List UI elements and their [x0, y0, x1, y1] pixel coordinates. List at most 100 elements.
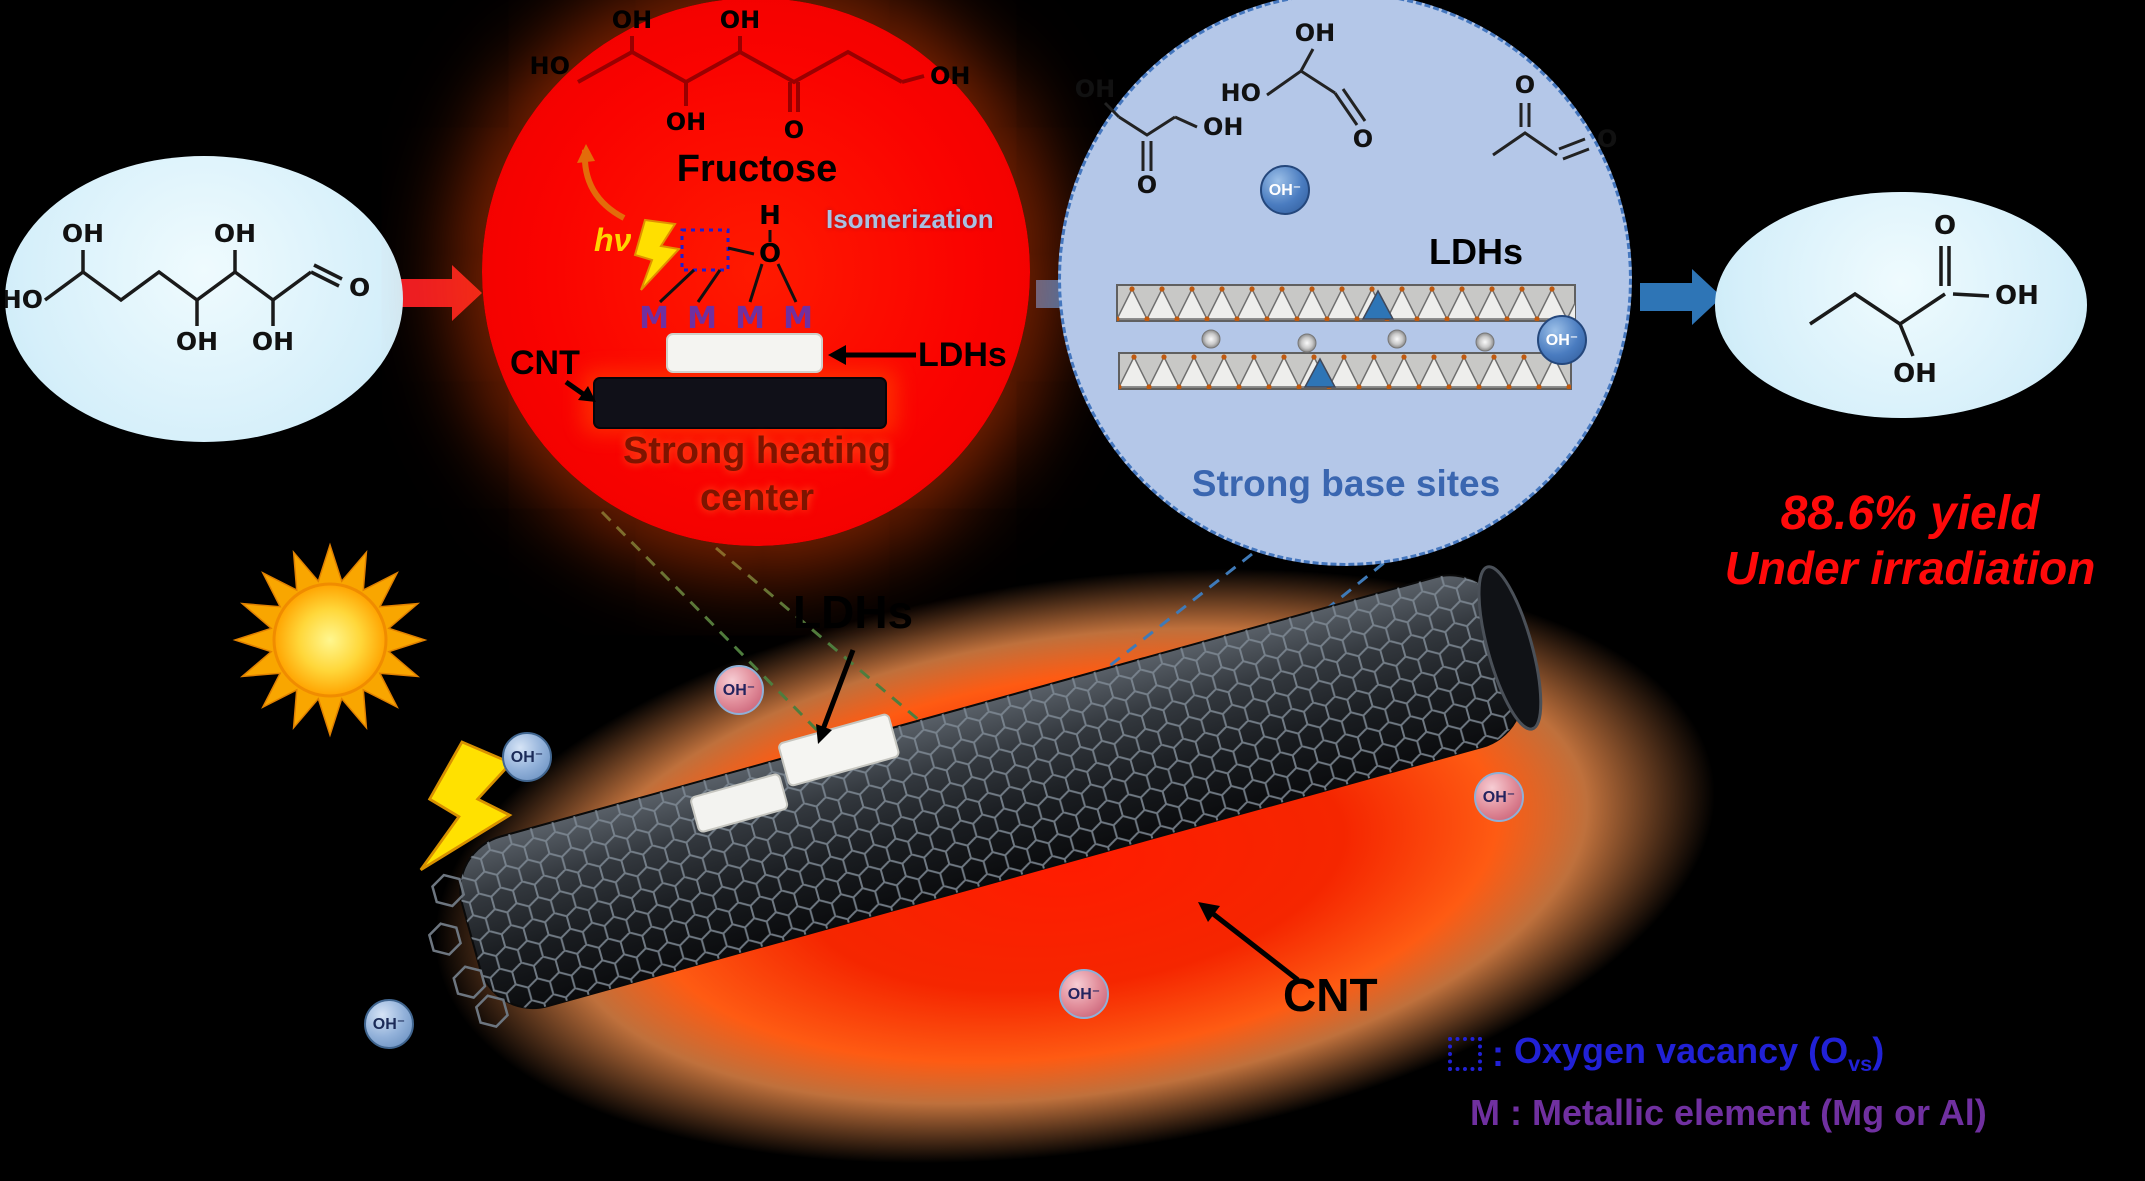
ldh-platelet-small — [690, 773, 789, 833]
legend-metallic-element: M : Metallic element (Mg or Al) — [1470, 1092, 1987, 1134]
legend-oxygen-vacancy: : Oxygen vacancy (Ovs) — [1448, 1030, 1884, 1077]
atom-label-oh: OH — [176, 327, 218, 356]
fructose-molecule: HO OH OH OH O OH — [530, 6, 971, 144]
interlayer-spheres — [1201, 329, 1495, 353]
legend-vacancy-text: Oxygen vacancy (Ovs) — [1514, 1030, 1884, 1077]
oh-minus-text: OH⁻ — [372, 1016, 406, 1033]
atom-label-o: O — [349, 273, 370, 302]
atom-label-oh: OH — [1995, 281, 2039, 311]
metal-label-m: M — [639, 301, 669, 336]
oh-minus-badge: OH⁻ — [714, 665, 764, 715]
oh-minus-badge: OH⁻ — [502, 732, 552, 782]
nanotube-frayed-end — [427, 873, 509, 1028]
ldhs-label: LDHs — [918, 336, 1007, 374]
arrow-reactant-to-heating — [400, 265, 482, 321]
ldhs-pointer-arrow — [816, 649, 856, 744]
strong-heating-line2: center — [699, 477, 815, 519]
atom-label-oh: OH — [1075, 75, 1116, 103]
cnt-arrow — [564, 379, 596, 402]
fructose-title: Fructose — [676, 148, 838, 190]
oh-minus-badge: OH⁻ — [1537, 315, 1587, 365]
metal-label-m: M — [687, 301, 717, 336]
reactant-bubble: HO OH OH OH OH O — [5, 156, 403, 442]
oh-minus-text: OH⁻ — [1545, 332, 1579, 349]
nanotube-opening — [1477, 565, 1543, 731]
legend-vacancy-close: ) — [1872, 1030, 1885, 1071]
arrow-base-to-product — [1640, 269, 1722, 325]
legend-metal-m: M — [1470, 1092, 1500, 1133]
yield-value: 88.6% yield — [1780, 487, 2040, 540]
pyruvaldehyde-molecule: O O — [1492, 71, 1617, 161]
glucose-molecule: HO OH OH OH OH O — [5, 219, 370, 356]
ldh-platelet-large — [778, 713, 900, 787]
ldhs-arrow — [828, 345, 916, 365]
atom-label-oh: OH — [1893, 359, 1937, 389]
yield-caption: 88.6% yield Under irradiation — [1690, 486, 2130, 595]
oh-minus-badge: OH⁻ — [364, 999, 414, 1049]
legend-colon: : — [1492, 1032, 1504, 1074]
oh-minus-badge: OH⁻ — [1260, 165, 1310, 215]
base-circle: OH O OH HO OH O — [1058, 0, 1632, 566]
atom-label-ho: HO — [1221, 79, 1262, 107]
glyceraldehyde-molecule: HO OH O — [1221, 19, 1374, 153]
atom-label-o: O — [1597, 125, 1617, 153]
atom-label-o: O — [1934, 211, 1956, 241]
hv-label: hν — [594, 222, 632, 258]
strong-base-sites-label: Strong base sites — [1191, 463, 1501, 504]
atom-label-oh: OH — [1295, 19, 1336, 47]
isomerization-label: Isomerization — [826, 204, 994, 234]
oh-minus-text: OH⁻ — [1482, 789, 1516, 806]
atom-label-oh: OH — [1203, 113, 1244, 141]
metal-label-m: M — [783, 301, 813, 336]
ldh-slab — [666, 333, 823, 373]
atom-label-oh: OH — [666, 108, 707, 136]
carbon-nanotube — [427, 565, 1543, 1028]
oxygen-vacancy-square — [680, 228, 730, 272]
base-circle-graphics: OH O OH HO OH O — [1075, 19, 1617, 390]
atom-label-oh: OH — [720, 6, 761, 34]
oh-minus-text: OH⁻ — [510, 749, 544, 766]
oxygen-vacancy-icon — [1448, 1036, 1482, 1071]
hv-bolt-icon — [633, 218, 681, 291]
sun-icon — [232, 542, 428, 738]
product-bubble: O OH OH — [1715, 192, 2087, 418]
heating-circle: HO OH OH OH O OH — [482, 0, 1030, 546]
atom-label-o: O — [1353, 125, 1373, 153]
atom-label-ho: HO — [530, 52, 571, 80]
atom-label-oh: OH — [252, 327, 294, 356]
atom-label-oh: OH — [214, 219, 256, 248]
dha-molecule: OH O OH — [1075, 75, 1244, 199]
oh-minus-badge: OH⁻ — [1059, 969, 1109, 1019]
oh-minus-text: OH⁻ — [722, 682, 756, 699]
oh-minus-text: OH⁻ — [1067, 986, 1101, 1003]
ldhs-label: LDHs — [1429, 231, 1524, 272]
curved-arrow — [577, 144, 626, 221]
oh-minus-badge: OH⁻ — [1474, 772, 1524, 822]
scene-cnt-label: CNT — [1283, 969, 1378, 1021]
lactic-acid-molecule: O OH OH — [1809, 211, 2039, 389]
metal-label-m: M — [735, 301, 765, 336]
atom-label-o: O — [1137, 171, 1157, 199]
oh-minus-text: OH⁻ — [1268, 182, 1302, 199]
atom-label-o: O — [759, 239, 781, 269]
atom-label-o: O — [784, 116, 804, 144]
strong-heating-label: Strong heating center — [576, 428, 938, 522]
cnt-slab — [593, 377, 887, 429]
atom-label-h: H — [759, 201, 781, 231]
ldh-sheet-bottom — [1118, 352, 1572, 390]
legend-metal-text: : Metallic element (Mg or Al) — [1510, 1092, 1987, 1133]
heating-circle-graphics: HO OH OH OH O OH — [530, 6, 971, 434]
yield-condition: Under irradiation — [1724, 542, 2096, 594]
cnt-pointer-arrow — [1198, 902, 1300, 982]
strong-heating-line1: Strong heating — [622, 430, 892, 472]
vacancy-structure: H O M M M M — [639, 201, 813, 336]
atom-label-oh: OH — [62, 219, 104, 248]
ldh-sheet-top — [1116, 284, 1576, 322]
scene-ldhs-label: LDHs — [793, 586, 914, 638]
cnt-label: CNT — [510, 344, 580, 382]
atom-label-oh: OH — [612, 6, 653, 34]
atom-label-ho: HO — [5, 285, 43, 314]
legend-vacancy-sub: vs — [1848, 1051, 1873, 1077]
